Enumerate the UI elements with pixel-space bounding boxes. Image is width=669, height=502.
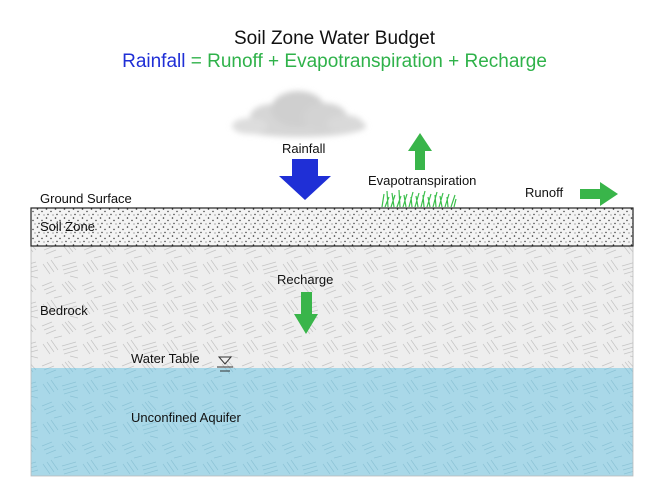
grass-icon bbox=[381, 189, 457, 208]
evapotranspiration-arrow-icon bbox=[408, 133, 432, 170]
equation-lhs: Rainfall bbox=[122, 51, 186, 72]
water-table-symbol-icon bbox=[217, 356, 233, 372]
soil-zone-texture bbox=[30, 207, 634, 247]
recharge-arrow-icon bbox=[294, 292, 318, 334]
bedrock-texture bbox=[31, 246, 633, 368]
runoff-label: Runoff bbox=[525, 185, 564, 200]
equation-equals: = bbox=[185, 51, 208, 72]
rainfall-label: Rainfall bbox=[282, 141, 326, 156]
rainfall-arrow-icon bbox=[279, 159, 331, 200]
recharge-label: Recharge bbox=[277, 272, 334, 287]
diagram-title: Soil Zone Water Budget bbox=[233, 28, 435, 49]
soil-zone-label: Soil Zone bbox=[40, 219, 95, 234]
bedrock-label: Bedrock bbox=[40, 303, 88, 318]
aquifer-texture bbox=[31, 368, 633, 476]
water-table-label: Water Table bbox=[131, 351, 200, 366]
ground-surface-label: Ground Surface bbox=[40, 191, 132, 206]
equation-rhs: Runoff + Evapotranspiration + Recharge bbox=[207, 51, 547, 72]
runoff-arrow-icon bbox=[580, 182, 618, 206]
water-budget-equation: Rainfall = Runoff + Evapotranspiration +… bbox=[0, 51, 669, 73]
evapotranspiration-label: Evapotranspiration bbox=[368, 173, 477, 188]
cloud-icon bbox=[232, 91, 366, 137]
unconfined-aquifer-label: Unconfined Aquifer bbox=[131, 410, 241, 425]
